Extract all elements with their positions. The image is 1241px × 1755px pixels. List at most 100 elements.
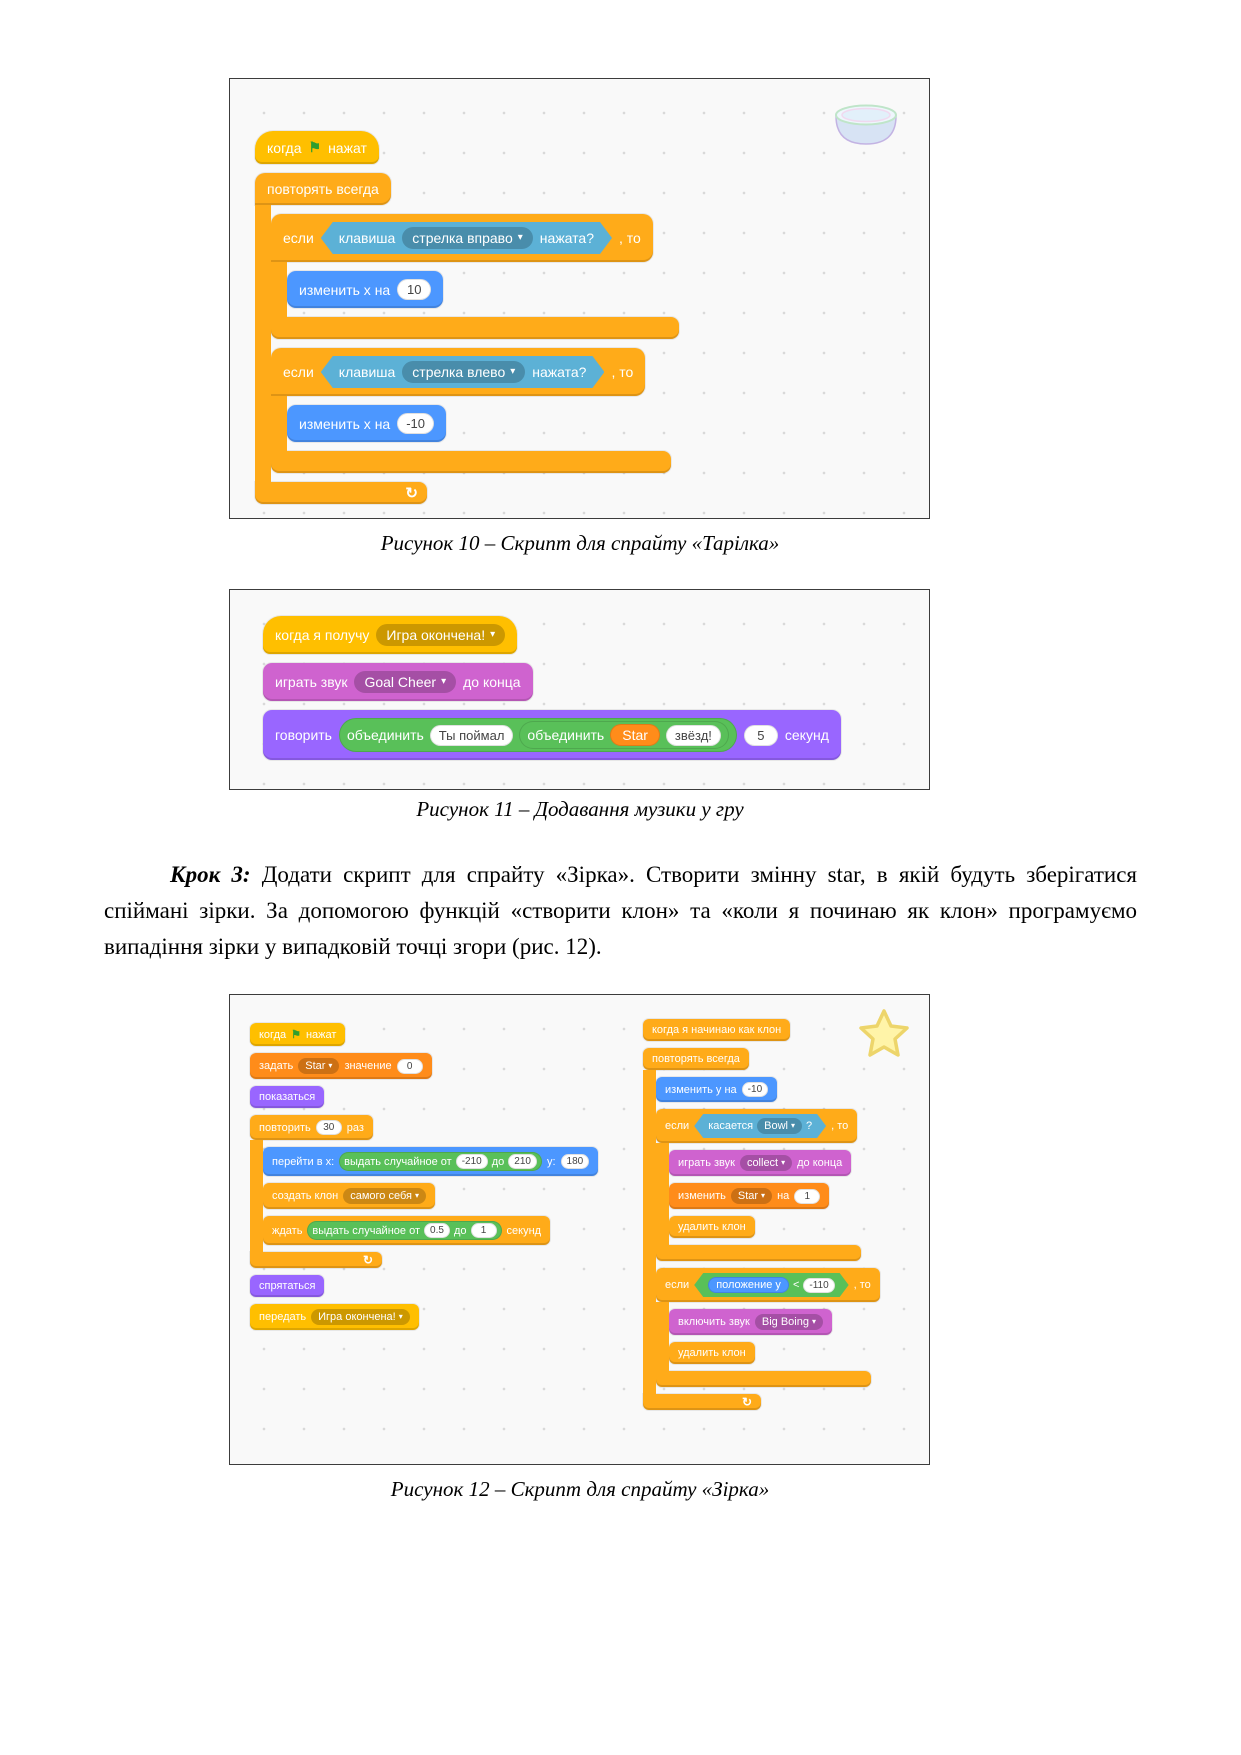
block-label: y: [546, 1155, 556, 1168]
dropdown-caret-icon: ▾ [761, 1191, 766, 1200]
forever-block-end[interactable]: ↻ [643, 1394, 761, 1410]
less-than-condition[interactable]: положение y < -110 [694, 1273, 848, 1297]
when-flag-clicked-block[interactable]: когда ⚑ нажат [250, 1023, 346, 1046]
when-receive-block[interactable]: когда я получу Игра окончена! ▾ [263, 616, 518, 654]
text-input[interactable]: Ты поймал [429, 724, 514, 746]
change-x-block[interactable]: изменить x на -10 [287, 405, 447, 442]
from-input[interactable]: -210 [455, 1154, 488, 1169]
value-input[interactable]: 0 [396, 1058, 423, 1074]
if-block-end[interactable] [656, 1245, 861, 1261]
change-y-block[interactable]: изменить y на -10 [656, 1077, 778, 1102]
block-label: задать [259, 1060, 294, 1072]
broadcast-block[interactable]: передать Игра окончена! ▾ [250, 1304, 419, 1330]
if-block-end[interactable] [271, 451, 671, 473]
key-pressed-condition[interactable]: клавиша стрелка влево ▾ нажата? [321, 356, 605, 388]
key-dropdown[interactable]: стрелка вправо ▾ [402, 227, 533, 249]
value-input[interactable]: 10 [397, 279, 432, 300]
block-label: изменить [678, 1190, 726, 1202]
say-for-seconds-block[interactable]: говорить объединить Ты поймал объединить… [263, 710, 841, 760]
block-label: выдать случайное от [312, 1224, 420, 1237]
repeat-block[interactable]: повторить 30 раз перейти в x: выдать слу… [249, 1115, 599, 1268]
block-label: когда я начинаю как клон [652, 1024, 782, 1036]
message-dropdown[interactable]: Игра окончена! ▾ [376, 624, 506, 646]
wait-block[interactable]: ждать выдать случайное от 0.5 до 1 секун… [263, 1216, 551, 1245]
forever-block-header[interactable]: повторять всегда [255, 173, 391, 205]
variable-dropdown[interactable]: Star ▾ [298, 1058, 340, 1074]
if-block-header[interactable]: если клавиша стрелка влево ▾ нажата? , т… [271, 348, 646, 396]
block-label: показаться [259, 1091, 316, 1103]
if-block-header[interactable]: если касается Bowl ▾ ? , то [656, 1109, 858, 1143]
y-input[interactable]: 180 [560, 1154, 590, 1169]
hide-block[interactable]: спрятаться [250, 1275, 325, 1297]
block-label: изменить x на [299, 415, 391, 432]
value-input[interactable]: -110 [803, 1278, 834, 1293]
show-block[interactable]: показаться [250, 1086, 325, 1108]
variable-dropdown[interactable]: Star ▾ [730, 1188, 773, 1204]
play-sound-until-done-block[interactable]: играть звук collect ▾ до конца [669, 1150, 852, 1176]
block-label: повторять всегда [267, 181, 379, 197]
goto-x-y-block[interactable]: перейти в x: выдать случайное от -210 до… [263, 1147, 599, 1176]
block-label: нажат [305, 1028, 337, 1041]
when-start-as-clone-block[interactable]: когда я начинаю как клон [643, 1019, 791, 1041]
clone-target-dropdown[interactable]: самого себя ▾ [343, 1188, 426, 1204]
star-variable-reporter[interactable]: Star [610, 724, 660, 746]
value-input[interactable]: 1 [794, 1188, 821, 1204]
block-label: когда я получу [275, 627, 370, 643]
figure12-caption: Рисунок 12 – Скрипт для спрайту «Зірка» [390, 1477, 770, 1501]
if-block-header[interactable]: если клавиша стрелка вправо ▾ нажата? , … [271, 214, 653, 262]
join-operator-nested[interactable]: объединить Star звёзд! [519, 721, 729, 749]
sound-dropdown[interactable]: Big Boing ▾ [754, 1314, 823, 1330]
block-label: удалить клон [678, 1221, 746, 1233]
value-input[interactable]: -10 [397, 413, 435, 434]
block-label: , то [853, 1279, 871, 1291]
block-label: , то [619, 230, 641, 246]
dropdown-value: стрелка вправо [412, 230, 513, 246]
change-x-block[interactable]: изменить x на 10 [287, 271, 444, 308]
if-block-body: изменить x на 10 [270, 262, 444, 317]
forever-block[interactable]: повторять всегда изменить y на -10 если … [643, 1048, 880, 1410]
forever-block-header[interactable]: повторять всегда [643, 1048, 749, 1070]
text-input[interactable]: звёзд! [665, 724, 721, 746]
create-clone-block[interactable]: создать клон самого себя ▾ [263, 1183, 435, 1209]
start-sound-block[interactable]: включить звук Big Boing ▾ [669, 1309, 832, 1335]
sound-dropdown[interactable]: Goal Cheer ▾ [354, 671, 457, 693]
seconds-input[interactable]: 5 [743, 724, 778, 746]
forever-block-end[interactable]: ↻ [255, 482, 427, 504]
join-operator[interactable]: объединить Ты поймал объединить Star звё… [338, 718, 737, 752]
when-flag-clicked-block[interactable]: когда ⚑ нажат [255, 131, 379, 164]
value-input[interactable]: -10 [741, 1082, 769, 1097]
dropdown-value: Goal Cheer [364, 674, 437, 690]
sound-dropdown[interactable]: collect ▾ [739, 1155, 793, 1171]
set-variable-block[interactable]: задать Star ▾ значение 0 [250, 1053, 432, 1079]
pick-random-operator[interactable]: выдать случайное от 0.5 до 1 [307, 1221, 502, 1240]
if-touching-block[interactable]: если касается Bowl ▾ ? , то [655, 1109, 861, 1261]
pick-random-operator[interactable]: выдать случайное от -210 до 210 [339, 1152, 542, 1171]
to-input[interactable]: 1 [470, 1223, 497, 1238]
to-input[interactable]: 210 [508, 1154, 537, 1169]
repeat-count-input[interactable]: 30 [315, 1120, 342, 1135]
touching-condition[interactable]: касается Bowl ▾ ? [694, 1114, 826, 1138]
block-label: если [283, 230, 314, 246]
block-label: если [665, 1120, 690, 1132]
touching-target-dropdown[interactable]: Bowl ▾ [757, 1118, 802, 1134]
change-variable-block[interactable]: изменить Star ▾ на 1 [669, 1183, 830, 1209]
delete-clone-block[interactable]: удалить клон [669, 1342, 755, 1364]
key-pressed-condition[interactable]: клавиша стрелка вправо ▾ нажата? [321, 222, 612, 254]
y-position-reporter[interactable]: положение y [708, 1277, 789, 1293]
if-key-right-block[interactable]: если клавиша стрелка вправо ▾ нажата? , … [270, 214, 679, 339]
delete-clone-block[interactable]: удалить клон [669, 1216, 755, 1238]
block-label: объединить [527, 727, 605, 743]
if-key-left-block[interactable]: если клавиша стрелка влево ▾ нажата? , т… [270, 348, 671, 473]
if-y-position-block[interactable]: если положение y < -110 , то включить зв… [656, 1268, 880, 1387]
key-dropdown[interactable]: стрелка влево ▾ [402, 361, 525, 383]
repeat-block-header[interactable]: повторить 30 раз [250, 1115, 373, 1140]
forever-block[interactable]: повторять всегда если клавиша стрелка вп… [255, 173, 679, 504]
dropdown-value: Игра окончена! [386, 627, 486, 643]
from-input[interactable]: 0.5 [423, 1223, 450, 1238]
play-sound-until-done-block[interactable]: играть звук Goal Cheer ▾ до конца [263, 663, 533, 701]
if-block-header[interactable]: если положение y < -110 , то [656, 1268, 880, 1302]
if-block-end[interactable] [271, 317, 679, 339]
if-block-end[interactable] [656, 1371, 871, 1387]
repeat-block-end[interactable]: ↻ [250, 1252, 382, 1268]
message-dropdown[interactable]: Игра окончена! ▾ [311, 1309, 410, 1325]
